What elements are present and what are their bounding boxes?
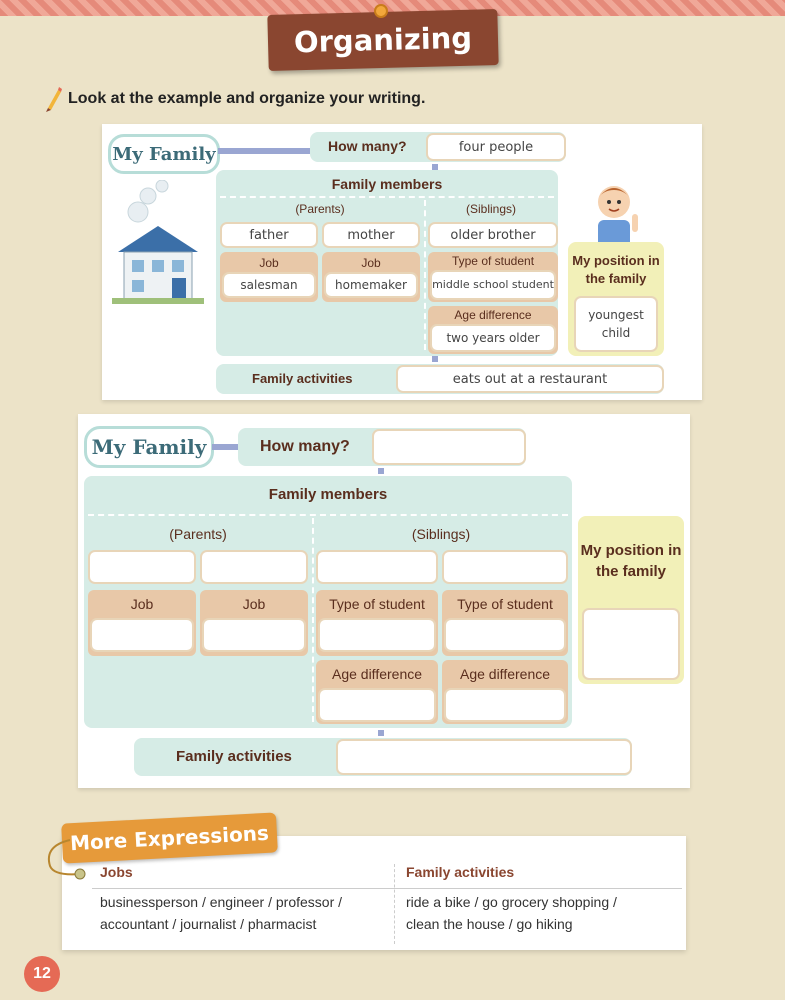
family-members-label: Family members	[331, 176, 443, 192]
jobs-text-2: accountant / journalist / pharmacist	[100, 916, 317, 932]
parent-2-job-label: Job	[242, 596, 266, 612]
worksheet-panel: My Family How many? Family members (Pare…	[78, 414, 690, 788]
siblings-label: (Siblings)	[411, 526, 471, 542]
divider	[312, 518, 314, 722]
divider	[424, 200, 426, 350]
how-many-value: four people	[426, 133, 566, 161]
parents-label: (Parents)	[295, 202, 345, 216]
siblings-label: (Siblings)	[465, 202, 516, 216]
sibling-2-type-label: Type of student	[457, 596, 553, 612]
parent-2-job-input[interactable]	[202, 618, 306, 652]
sibling-2-type-input[interactable]	[444, 618, 566, 652]
sibling-2-age-label: Age difference	[459, 666, 551, 682]
type-of-student-value: middle school student	[430, 270, 556, 300]
my-position-label: My position in the family	[580, 542, 682, 580]
sibling-1-age-label: Age difference	[331, 666, 423, 682]
sibling-1-type-label: Type of student	[329, 596, 425, 612]
sibling-2-input[interactable]	[442, 550, 568, 584]
parent-1-job-label: Job	[130, 596, 154, 612]
parent-1-input[interactable]	[88, 550, 196, 584]
pin-icon	[374, 4, 388, 18]
how-many-input[interactable]	[372, 429, 526, 465]
sibling-2-age-input[interactable]	[444, 688, 566, 722]
father-job-value: salesman	[222, 272, 316, 298]
parents-label: (Parents)	[169, 526, 227, 542]
mother-box: mother	[322, 222, 420, 248]
sibling-1-type-input[interactable]	[318, 618, 436, 652]
family-activities-value: eats out at a restaurant	[396, 365, 664, 393]
family-activities-label: Family activities	[176, 748, 292, 765]
connector	[378, 730, 384, 736]
divider	[220, 196, 554, 198]
divider	[88, 514, 568, 516]
pencil-icon	[46, 87, 62, 112]
more-expressions-title: More Expressions	[69, 820, 270, 856]
father-job-label: Job	[259, 256, 279, 270]
how-many-label: How many?	[328, 138, 407, 154]
example-heading: My Family	[108, 134, 220, 174]
house-icon	[112, 180, 204, 304]
mother-job-label: Job	[361, 256, 381, 270]
father-box: father	[220, 222, 318, 248]
header-divider	[92, 888, 682, 889]
activities-header: Family activities	[406, 864, 515, 880]
page-number: 12	[33, 965, 51, 982]
connector-bar	[212, 444, 242, 450]
family-members-label: Family members	[268, 486, 388, 503]
connector	[432, 356, 438, 362]
age-difference-label: Age difference	[454, 308, 532, 322]
sibling-1-input[interactable]	[316, 550, 438, 584]
tag-string-icon	[48, 839, 86, 880]
instruction: Look at the example and organize your wr…	[44, 86, 425, 112]
my-position-input[interactable]	[582, 608, 680, 680]
jobs-header: Jobs	[100, 864, 133, 880]
family-activities-label: Family activities	[252, 371, 353, 386]
parent-2-input[interactable]	[200, 550, 308, 584]
family-activities-input[interactable]	[336, 739, 632, 775]
connector-bar	[218, 148, 312, 154]
worksheet-heading: My Family	[84, 426, 214, 468]
activities-text-2: clean the house / go hiking	[406, 916, 573, 932]
type-of-student-label: Type of student	[451, 254, 535, 268]
parent-1-job-input[interactable]	[90, 618, 194, 652]
top-decorative-band	[0, 0, 785, 16]
sibling-box: older brother	[428, 222, 558, 248]
sibling-1-age-input[interactable]	[318, 688, 436, 722]
boy-icon	[598, 186, 638, 248]
activities-text-1: ride a bike / go grocery shopping /	[406, 894, 617, 910]
example-panel: My Family How many? four people Family m…	[102, 124, 702, 400]
column-divider	[394, 864, 395, 944]
instruction-text: Look at the example and organize your wr…	[68, 90, 426, 107]
jobs-text-1: businessperson / engineer / professor /	[100, 894, 343, 910]
connector	[378, 468, 384, 474]
page-number-badge: 12	[24, 956, 60, 992]
my-position-label: My position in the family	[572, 253, 660, 286]
age-difference-value: two years older	[430, 324, 556, 352]
connector	[432, 164, 438, 170]
how-many-label: How many?	[260, 438, 350, 455]
title-tag: Organizing	[267, 8, 499, 72]
page-title: Organizing	[293, 20, 473, 60]
my-position-value: youngest child	[574, 296, 658, 352]
mother-job-value: homemaker	[324, 272, 418, 298]
